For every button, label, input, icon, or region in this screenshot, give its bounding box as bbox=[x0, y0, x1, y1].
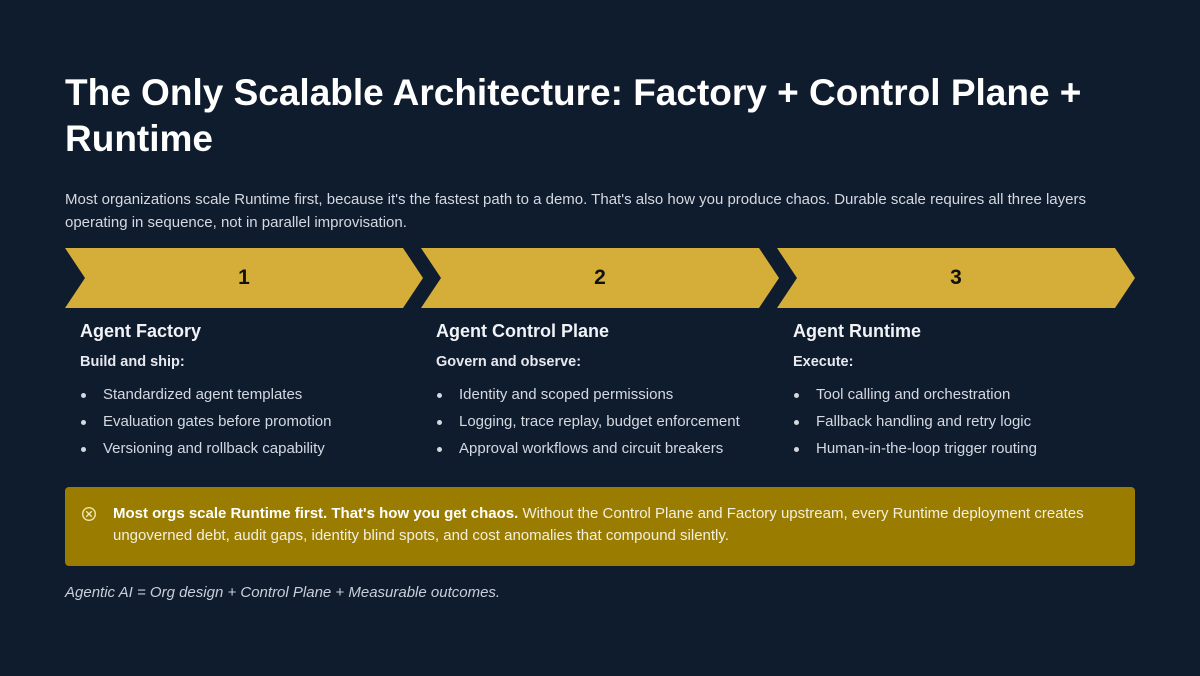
warning-callout: Most orgs scale Runtime first. That's ho… bbox=[65, 487, 1135, 566]
column-factory: Agent Factory Build and ship: Standardiz… bbox=[80, 318, 420, 462]
list-item: Fallback handling and retry logic bbox=[793, 408, 1133, 435]
step-chevrons: 1 2 3 bbox=[65, 248, 1135, 308]
callout-text: Most orgs scale Runtime first. That's ho… bbox=[113, 503, 1111, 547]
column-control-plane: Agent Control Plane Govern and observe: … bbox=[436, 318, 776, 462]
list-item: Versioning and rollback capability bbox=[80, 435, 420, 462]
bullet-list: Tool calling and orchestration Fallback … bbox=[793, 381, 1133, 462]
list-item: Standardized agent templates bbox=[80, 381, 420, 408]
bullet-list: Identity and scoped permissions Logging,… bbox=[436, 381, 776, 462]
column-title: Agent Control Plane bbox=[436, 321, 610, 341]
column-runtime: Agent Runtime Execute: Tool calling and … bbox=[793, 318, 1133, 462]
step-number-1: 1 bbox=[238, 266, 250, 289]
chevron-2 bbox=[421, 248, 779, 308]
list-item: Logging, trace replay, budget enforcemen… bbox=[436, 408, 776, 435]
column-title: Agent Factory bbox=[80, 321, 202, 341]
footer-note: Agentic AI = Org design + Control Plane … bbox=[65, 584, 501, 601]
callout-body-text: Without the Control Plane and Factory up… bbox=[113, 505, 1084, 544]
step-number-3: 3 bbox=[950, 266, 962, 289]
intro-paragraph: Most organizations scale Runtime first, … bbox=[65, 191, 1086, 231]
chevron-graphic bbox=[65, 248, 1135, 308]
column-subtitle: Build and ship: bbox=[80, 354, 185, 370]
chevron-1 bbox=[65, 248, 423, 308]
column-subtitle: Execute: bbox=[793, 354, 854, 370]
circle-x-icon bbox=[81, 506, 97, 522]
list-item: Identity and scoped permissions bbox=[436, 381, 776, 408]
list-item: Human-in-the-loop trigger routing bbox=[793, 435, 1133, 462]
page-title: The Only Scalable Architecture: Factory … bbox=[65, 72, 1082, 159]
column-title: Agent Runtime bbox=[793, 321, 921, 341]
callout-bold-text: Most orgs scale Runtime first. That's ho… bbox=[113, 505, 519, 522]
bullet-list: Standardized agent templates Evaluation … bbox=[80, 381, 420, 462]
list-item: Evaluation gates before promotion bbox=[80, 408, 420, 435]
column-subtitle: Govern and observe: bbox=[436, 354, 582, 370]
step-number-2: 2 bbox=[594, 266, 606, 289]
list-item: Approval workflows and circuit breakers bbox=[436, 435, 776, 462]
chevron-3 bbox=[777, 248, 1135, 308]
list-item: Tool calling and orchestration bbox=[793, 381, 1133, 408]
